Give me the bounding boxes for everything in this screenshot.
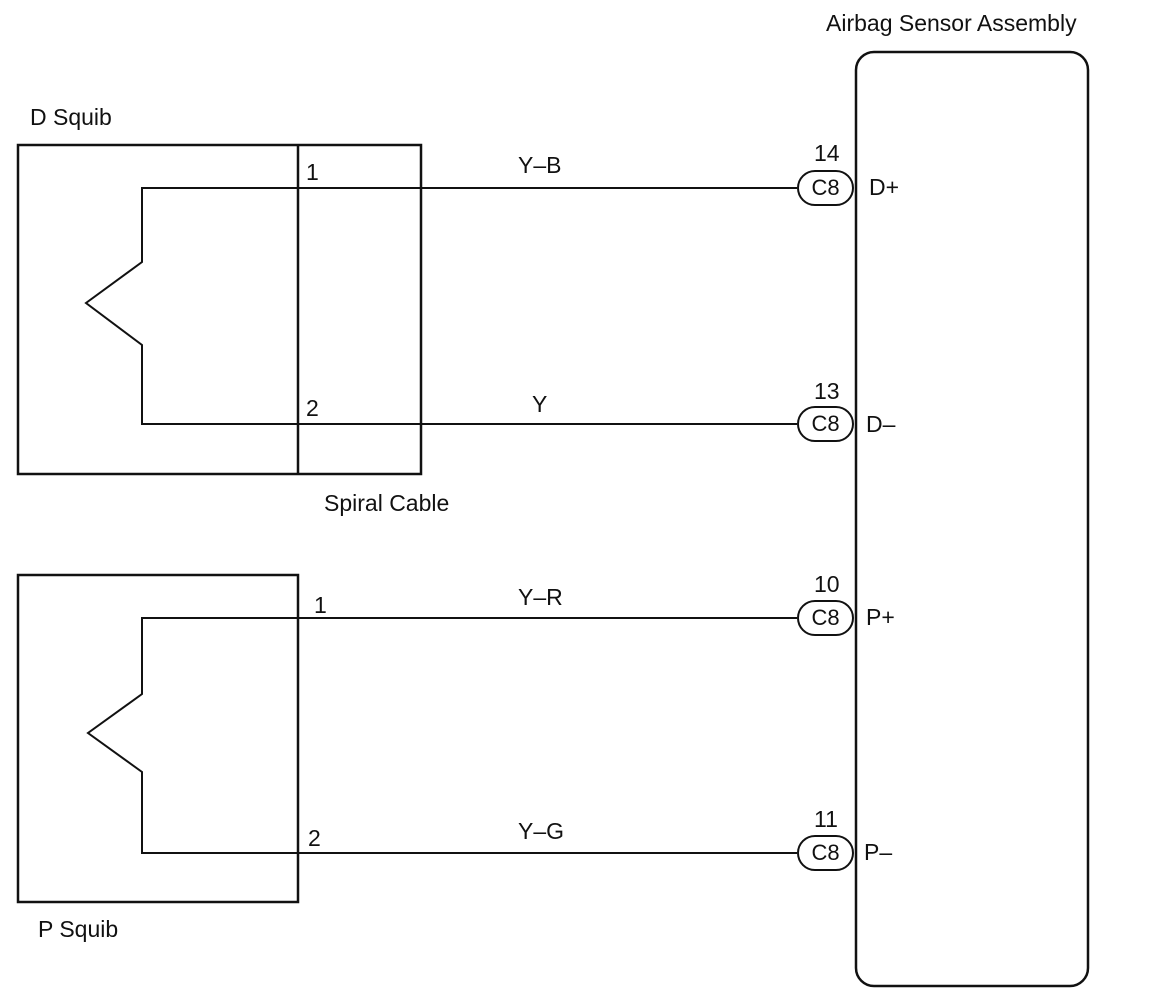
spiral-cable-label: Spiral Cable <box>324 490 450 516</box>
d-squib-box <box>16 143 423 476</box>
d-squib-element <box>84 187 797 425</box>
connector-c8: C8 <box>797 600 854 636</box>
pin-number: 14 <box>814 140 840 166</box>
d-squib-pin-2: 2 <box>306 395 319 421</box>
connector-c8: C8 <box>797 170 854 206</box>
p-squib-box <box>16 573 300 904</box>
wire-color-code: Y–B <box>518 152 562 178</box>
connector-c8: C8 <box>797 406 854 442</box>
sensor-assembly-box <box>854 50 1090 988</box>
pin-number: 10 <box>814 571 840 597</box>
p-squib-pin-1: 1 <box>314 592 327 618</box>
terminal-label: P+ <box>866 604 895 630</box>
connector-c8: C8 <box>797 835 854 871</box>
p-squib-element <box>86 617 797 854</box>
p-squib-label: P Squib <box>38 916 119 942</box>
pin-number: 11 <box>814 806 838 832</box>
d-squib-pin-1: 1 <box>306 159 319 185</box>
wire-color-code: Y–R <box>518 584 563 610</box>
terminal-label: D+ <box>869 174 900 200</box>
wire-color-code: Y <box>532 391 548 417</box>
d-squib-label: D Squib <box>30 104 112 130</box>
terminal-label: D– <box>866 411 896 437</box>
terminal-label: P– <box>864 839 893 865</box>
pin-number: 13 <box>814 378 840 404</box>
wire-color-code: Y–G <box>518 818 565 844</box>
assembly-title: Airbag Sensor Assembly <box>826 10 1077 36</box>
p-squib-pin-2: 2 <box>308 825 321 851</box>
